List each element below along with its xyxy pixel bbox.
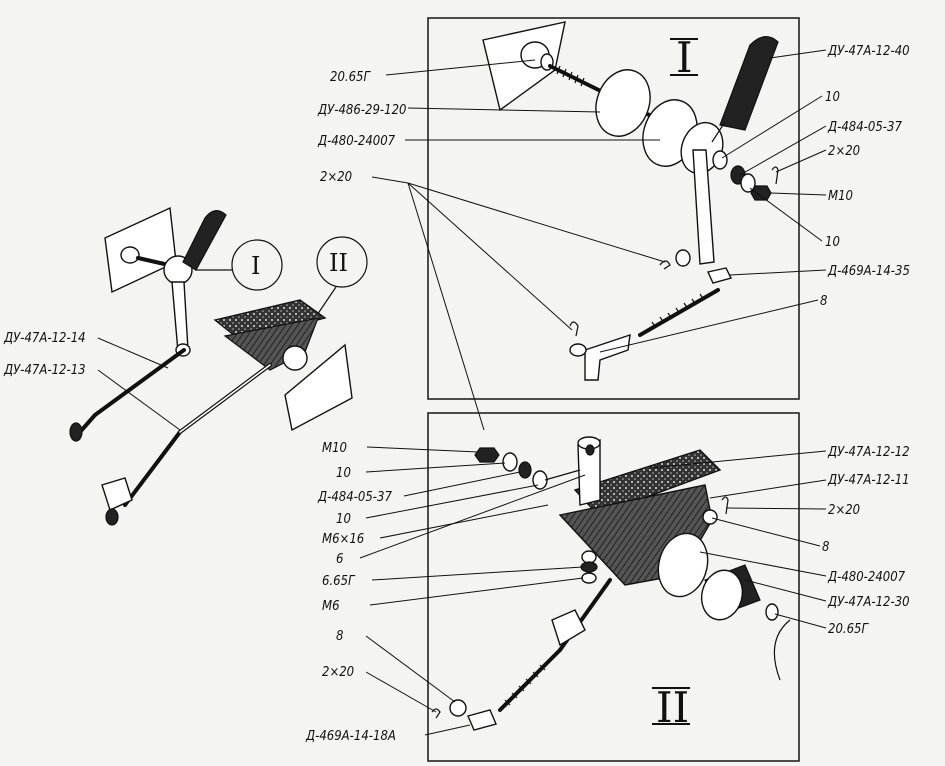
- rod-coupling-two: [551, 609, 586, 647]
- bolt-m6-head: [581, 550, 597, 564]
- overview-panel-two: [284, 343, 353, 432]
- label-20-65g-two: 20.65Г: [828, 622, 869, 637]
- label-du47a-12-14: ДУ-47А-12-14: [3, 331, 86, 346]
- detail-two-group: II: [305, 412, 910, 762]
- label-d480-one: Д-480-24007: [317, 134, 396, 149]
- clevis-washer-one: [569, 343, 587, 357]
- label-d480-two: Д-480-24007: [827, 570, 906, 585]
- disc-two: [657, 532, 709, 598]
- washer-6-65g: [580, 561, 598, 573]
- detail-one-frame: [427, 17, 800, 400]
- label-d484-one: Д-484-05-37: [827, 120, 902, 135]
- label-8-one: 8: [820, 294, 827, 309]
- disc-large-one: [595, 69, 651, 137]
- label-d469a-14-18a: Д-469А-14-18А: [305, 729, 396, 744]
- detail-two-frame: [427, 412, 800, 762]
- washer-10-a: [712, 150, 728, 170]
- cotter-pin-lower-one: [659, 260, 671, 270]
- callout-one-label: I: [251, 252, 260, 280]
- label-du47a-12-40: ДУ-47А-12-40: [827, 44, 910, 59]
- label-20-65g-one: 20.65Г: [330, 70, 371, 85]
- overview-group: I II ДУ-47А-12-14 ДУ-47А-12-13: [3, 206, 368, 526]
- label-d469a-14-35: Д-469А-14-35: [827, 264, 910, 279]
- washer-10-b: [740, 173, 756, 193]
- nut-m10-two: [474, 447, 500, 463]
- washer-10-c: [502, 452, 518, 472]
- label-du47a-12-11: ДУ-47А-12-11: [827, 473, 910, 488]
- label-d484-two: Д-484-05-37: [317, 490, 392, 505]
- cotter-pin-one: [771, 166, 779, 185]
- callout-circle-two: [316, 236, 368, 288]
- pedal-plate-two: [573, 449, 722, 516]
- label-m10-one: М10: [828, 189, 853, 204]
- label-du47a-12-12: ДУ-47А-12-12: [827, 445, 910, 460]
- nut-m10: [750, 185, 772, 201]
- label-2x20-two-left: 2×20: [322, 665, 354, 680]
- label-8-two-left: 8: [336, 629, 343, 644]
- bolt-d469a-14-35: [707, 267, 733, 284]
- panel-edge-two: [773, 619, 791, 681]
- label-10-b-one: 10: [825, 235, 840, 250]
- label-m6: М6: [322, 599, 340, 614]
- label-10-c-two: 10: [336, 466, 351, 481]
- leaders-two: [359, 446, 827, 736]
- cotter-clevis-one: [569, 321, 579, 337]
- overview-clevis-lower: [101, 477, 133, 511]
- nut-m6: [581, 572, 597, 584]
- label-6-two: 6: [336, 552, 343, 567]
- bolt-d469a-14-18a: [467, 709, 497, 731]
- label-10-a-one: 10: [825, 90, 840, 105]
- pin-8-two: [702, 509, 718, 525]
- overview-panel-one: [104, 206, 177, 294]
- leaders-one: [371, 49, 827, 431]
- overview-hub-two: [282, 345, 308, 371]
- cotter-clevis-two: [431, 708, 441, 719]
- detail-one-group: I: [317, 17, 910, 431]
- label-2x20-two-right: 2×20: [828, 503, 860, 518]
- detail-one-title: I: [676, 33, 693, 82]
- label-8-two-right: 8: [822, 540, 829, 555]
- callout-circle-one: [231, 239, 283, 291]
- label-10-d-two: 10: [336, 512, 351, 527]
- callout-two-label: II: [329, 249, 348, 277]
- label-2x20-shared: 2×20: [320, 170, 352, 185]
- label-6-65g: 6.65Г: [322, 574, 356, 589]
- overview-pedal-plate: [213, 299, 327, 341]
- panel-bracket-one: [482, 21, 566, 112]
- clevis-one: [584, 333, 631, 381]
- label-du47a-12-30: ДУ-47А-12-30: [827, 595, 910, 610]
- overview-lever-handle: [182, 210, 227, 271]
- label-du486-one: ДУ-486-29-120: [317, 103, 406, 118]
- label-m10-two: М10: [322, 441, 347, 456]
- label-2x20-one: 2×20: [828, 144, 860, 159]
- label-m6x16: М6×16: [322, 532, 364, 547]
- overview-arm: [171, 281, 189, 353]
- washer-10-d: [532, 470, 548, 490]
- clevis-washer-two: [449, 699, 467, 717]
- pin-washer-one: [675, 249, 691, 267]
- cotter-pin-two: [721, 496, 729, 515]
- washer-spring-two: [518, 461, 532, 479]
- washer-20-65g-two: [765, 603, 779, 621]
- label-du47a-12-13: ДУ-47А-12-13: [3, 363, 86, 378]
- vertical-arm-one: [692, 149, 715, 265]
- overview-clevis-left: [69, 422, 83, 442]
- lever-handle-one: [711, 36, 779, 143]
